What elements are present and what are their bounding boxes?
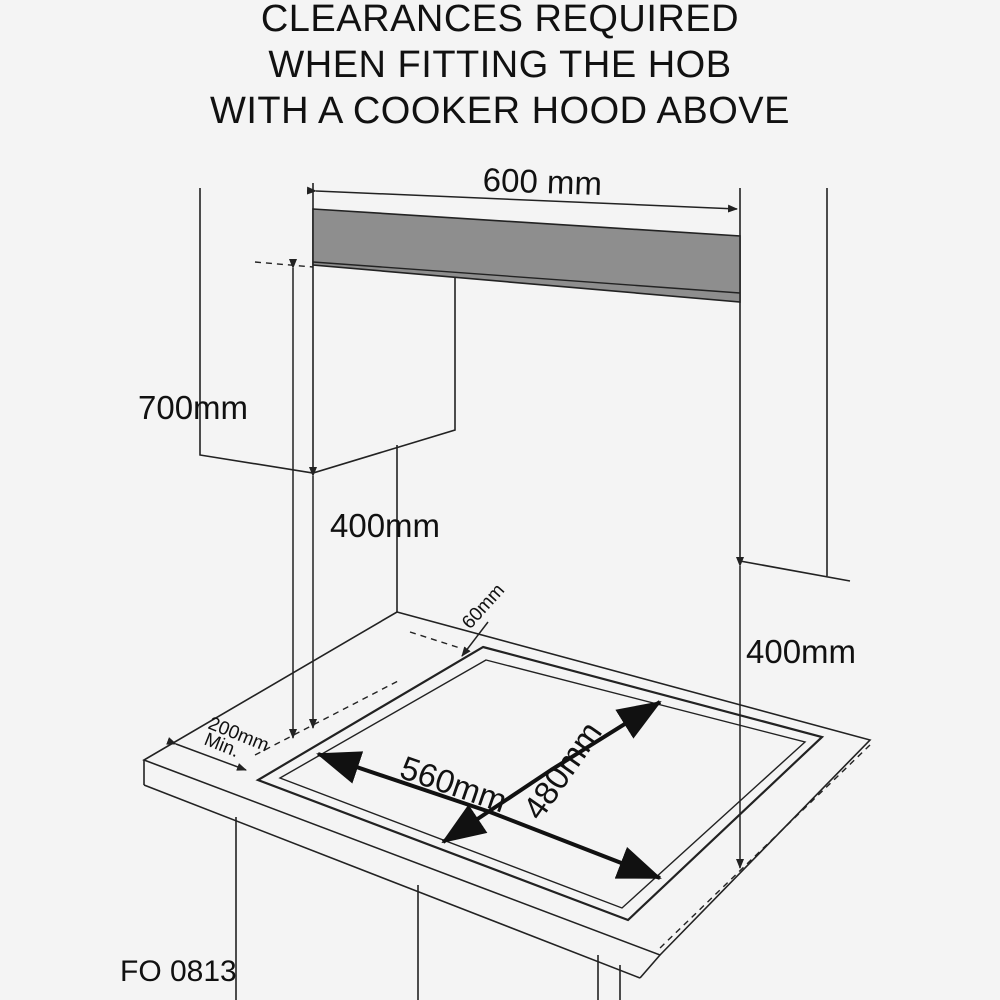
- diagram-title: CLEARANCES REQUIRED WHEN FITTING THE HOB…: [0, 0, 1000, 134]
- cutout-width-arrow-b: [489, 810, 662, 880]
- rear-gap-guide: [409, 631, 461, 649]
- title-line-2: WHEN FITTING THE HOB: [268, 44, 732, 86]
- hood-bottom-extension: [254, 261, 314, 268]
- hood-width-dimension: [306, 186, 738, 213]
- front-200-dimension: [166, 737, 247, 771]
- worktop-front-right: [639, 954, 661, 979]
- rear-gap-label: 60mm: [458, 580, 509, 633]
- title-line-3: WITH A COOKER HOOD ABOVE: [210, 90, 790, 132]
- height-700-label: 700mm: [138, 389, 248, 426]
- cutout-depth-label: 480mm: [515, 715, 608, 826]
- side-400-label: 400mm: [746, 633, 856, 670]
- cabinet-400-label: 400mm: [330, 507, 440, 544]
- front-min-guide: [254, 679, 401, 756]
- figure-code: FO 0813: [120, 955, 237, 988]
- hob-outer: [255, 645, 825, 922]
- right-wall-base: [739, 560, 851, 582]
- right-edge-guide: [659, 744, 871, 949]
- cutout-width-label: 560mm: [396, 749, 512, 820]
- worktop-front-thickness: [143, 784, 641, 979]
- cutout-width-arrow-a: [316, 751, 491, 814]
- cutout-depth-arrow-b: [549, 700, 662, 772]
- cutout-depth-arrow-a: [441, 768, 553, 844]
- rear-60-arrow: [461, 621, 489, 657]
- hob-inner: [278, 659, 807, 909]
- title-line-1: CLEARANCES REQUIRED: [260, 0, 740, 40]
- cooker-hood: [312, 208, 741, 303]
- hood-width-label: 600 mm: [482, 161, 602, 202]
